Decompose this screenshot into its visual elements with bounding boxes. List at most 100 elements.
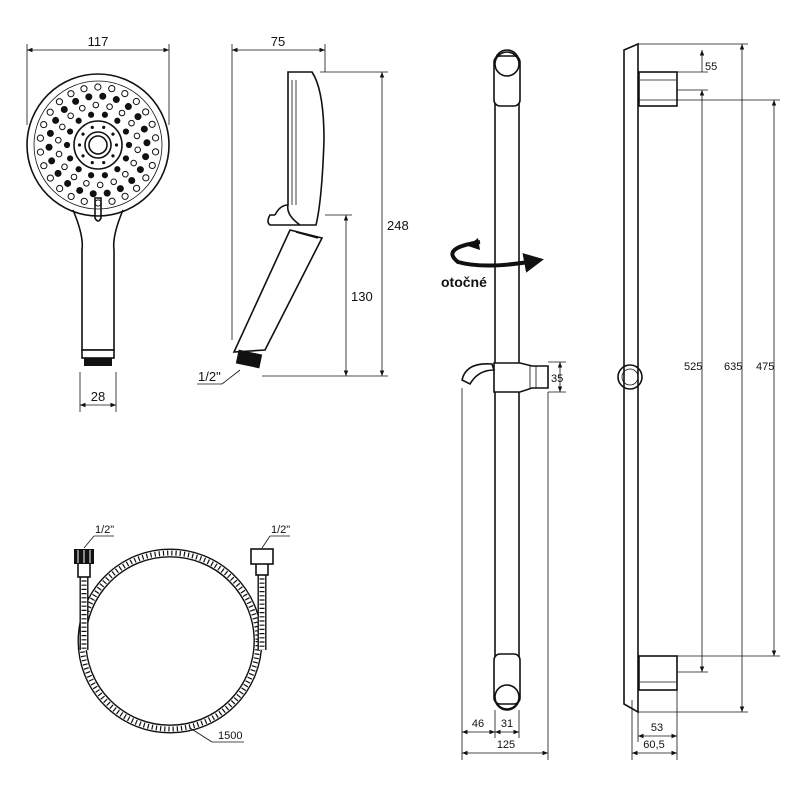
dim-bar-offset-a: 46 bbox=[472, 718, 484, 730]
dim-mount-spacing: 475 bbox=[756, 361, 774, 373]
inner-nozzle bbox=[90, 125, 94, 130]
nozzle bbox=[64, 179, 72, 187]
shower-head-front-view: 28 117 bbox=[26, 34, 170, 412]
nozzle bbox=[121, 192, 129, 200]
nozzle bbox=[78, 104, 86, 112]
nozzle bbox=[94, 83, 102, 91]
nozzle bbox=[148, 161, 156, 170]
nozzle bbox=[132, 184, 141, 192]
nozzle bbox=[151, 148, 160, 156]
dim-hose-length: 1500 bbox=[218, 730, 242, 742]
nozzle bbox=[54, 169, 62, 177]
nozzle bbox=[121, 89, 129, 98]
nozzle bbox=[66, 155, 74, 162]
nozzle bbox=[80, 85, 88, 93]
dim-head-width: 117 bbox=[88, 34, 109, 49]
nozzle-pattern bbox=[36, 83, 160, 207]
nozzle bbox=[134, 113, 142, 121]
inner-nozzle bbox=[114, 143, 119, 147]
nozzle bbox=[92, 101, 100, 109]
dim-hose-thread-right: 1/2" bbox=[271, 524, 290, 536]
nozzle bbox=[66, 128, 74, 135]
nozzle bbox=[99, 92, 107, 100]
nozzle bbox=[106, 103, 113, 111]
dim-bar-total-width: 125 bbox=[497, 739, 515, 751]
nozzle bbox=[122, 170, 129, 178]
nozzle bbox=[89, 190, 97, 198]
dim-total-length: 635 bbox=[724, 361, 742, 373]
dim-bar-offset-b: 31 bbox=[501, 718, 513, 730]
nozzle bbox=[114, 166, 121, 173]
nozzle bbox=[48, 157, 56, 165]
nozzle bbox=[46, 129, 54, 137]
nozzle bbox=[96, 181, 104, 189]
nozzle bbox=[46, 174, 54, 182]
nozzle bbox=[75, 117, 82, 124]
dim-side-handle: 130 bbox=[351, 289, 373, 304]
nozzle bbox=[101, 111, 109, 118]
nozzle bbox=[142, 108, 150, 116]
nozzle bbox=[110, 178, 118, 186]
slide-bar-front-view: 35 46 31 125 otočné bbox=[441, 49, 566, 760]
nozzle bbox=[52, 116, 60, 124]
nozzle bbox=[67, 112, 74, 120]
nozzle bbox=[122, 128, 130, 135]
nozzle bbox=[108, 85, 116, 93]
nozzle bbox=[59, 123, 66, 131]
nozzle bbox=[63, 141, 71, 149]
dim-side-depth: 75 bbox=[271, 34, 285, 49]
nozzle bbox=[103, 189, 111, 197]
nozzle bbox=[85, 93, 93, 101]
dim-side-length: 248 bbox=[387, 218, 409, 233]
nozzle bbox=[132, 97, 140, 106]
nozzle bbox=[134, 146, 142, 154]
nozzle bbox=[45, 143, 53, 151]
rotating-label: otočné bbox=[441, 274, 487, 290]
nozzle bbox=[148, 120, 156, 128]
nozzle bbox=[88, 111, 95, 118]
dim-hose-thread-left: 1/2" bbox=[95, 524, 114, 536]
nozzle bbox=[143, 139, 151, 147]
nozzle bbox=[40, 162, 48, 170]
nozzle bbox=[136, 166, 144, 174]
inner-nozzle bbox=[102, 160, 106, 165]
nozzle bbox=[67, 192, 75, 201]
dim-holder-height: 35 bbox=[551, 373, 563, 385]
nozzle bbox=[112, 96, 120, 104]
dim-wall-depth: 53 bbox=[651, 722, 663, 734]
nozzle bbox=[75, 166, 82, 173]
nozzle bbox=[118, 109, 126, 117]
nozzle bbox=[124, 103, 132, 111]
nozzle bbox=[55, 150, 63, 158]
shower-hose: 1/2" 1/2" 1500 bbox=[74, 524, 290, 743]
nozzle bbox=[56, 184, 64, 193]
nozzle bbox=[46, 108, 54, 116]
nozzle bbox=[128, 119, 135, 127]
nozzle bbox=[72, 97, 80, 105]
nozzle bbox=[36, 148, 45, 156]
nozzle bbox=[83, 179, 90, 187]
nozzle bbox=[108, 197, 116, 205]
inner-nozzle bbox=[102, 125, 106, 130]
nozzle bbox=[133, 132, 141, 140]
nozzle bbox=[40, 120, 48, 129]
nozzle bbox=[55, 98, 64, 106]
nozzle bbox=[122, 155, 130, 162]
nozzle bbox=[61, 163, 68, 171]
inner-nozzle bbox=[81, 154, 85, 158]
inner-nozzle bbox=[77, 143, 82, 147]
nozzle bbox=[130, 159, 137, 167]
nozzle bbox=[101, 172, 109, 179]
nozzle bbox=[36, 134, 45, 142]
inner-nozzle bbox=[81, 132, 85, 136]
slide-bar-side-view: 635 475 525 55 53 60,5 bbox=[617, 42, 780, 760]
nozzle bbox=[54, 136, 62, 144]
nozzle bbox=[128, 177, 136, 185]
nozzle bbox=[88, 172, 95, 179]
dim-total-depth: 60,5 bbox=[643, 739, 664, 751]
inner-nozzle bbox=[111, 132, 115, 136]
inner-nozzle bbox=[111, 154, 115, 158]
nozzle bbox=[142, 153, 150, 161]
nozzle bbox=[151, 134, 160, 142]
